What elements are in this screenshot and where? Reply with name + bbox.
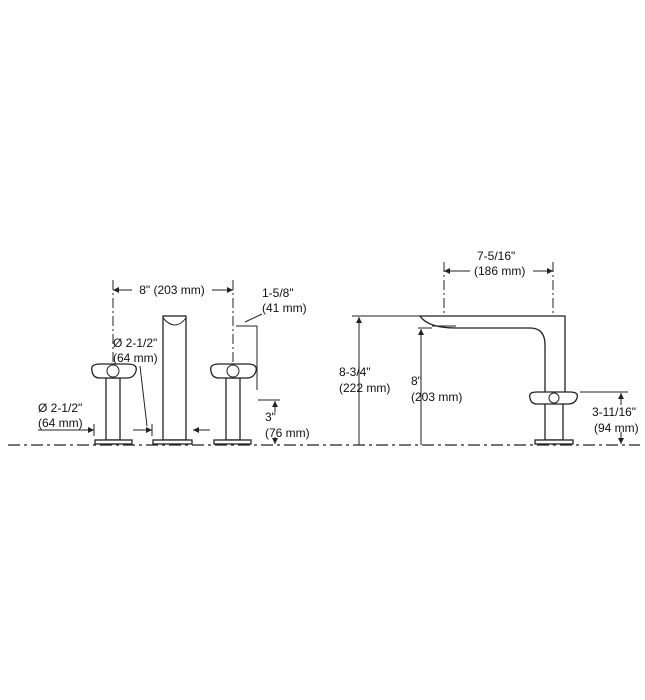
dim-spout-dia-in: Ø 2-1/2" <box>113 336 157 350</box>
dim-clearance-mm: (203 mm) <box>411 390 462 404</box>
dim-reach-in: 7-5/16" <box>477 249 515 263</box>
dim-clearance-in: 8" <box>411 374 422 388</box>
dim-base-dia-mm: (64 mm) <box>38 416 83 430</box>
side-view: 7-5/16" (186 mm) 8-3/4" (222 mm) 8" (203… <box>339 249 639 445</box>
spout-side <box>418 315 566 396</box>
dim-handle-offset-mm: (41 mm) <box>262 301 307 315</box>
dim-base-dia-in: Ø 2-1/2" <box>38 401 82 415</box>
dim-handle-offset-in: 1-5/8" <box>262 286 294 300</box>
dim-handle-height-mm: (76 mm) <box>265 426 310 440</box>
spout-front <box>152 315 193 445</box>
handle-side <box>529 391 578 445</box>
dim-reach-mm: (186 mm) <box>474 264 525 278</box>
dim-handle-height-in: 3" <box>265 410 276 424</box>
dim-side-handle-in: 3-11/16" <box>592 405 636 419</box>
handle-right <box>210 363 257 445</box>
dim-spout-dia-mm: (64 mm) <box>113 351 158 365</box>
dim-spacing: 8" (203 mm) <box>139 283 205 297</box>
handle-left <box>91 363 137 445</box>
dim-overall-height-in: 8-3/4" <box>339 365 371 379</box>
dim-side-handle-mm: (94 mm) <box>594 421 639 435</box>
dim-overall-height-mm: (222 mm) <box>339 381 390 395</box>
front-view: 8" (203 mm) 1-5/8" (41 mm) Ø 2-1/2" (64 … <box>38 280 310 445</box>
